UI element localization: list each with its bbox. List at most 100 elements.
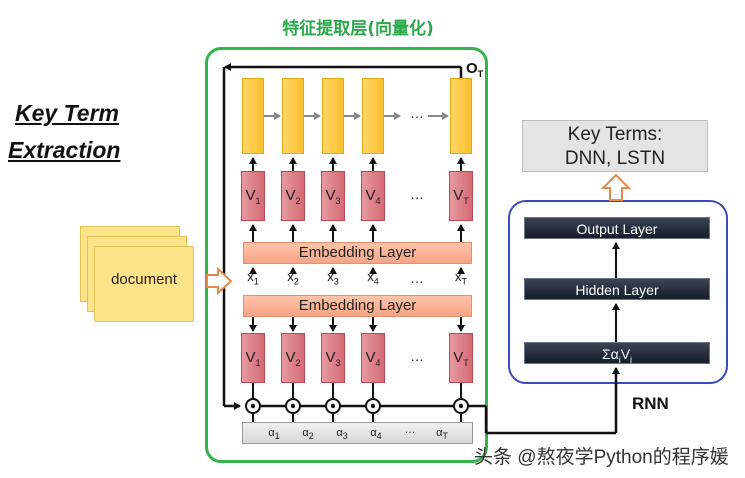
v-subscript: 1 (255, 196, 261, 206)
attention-weights-bar (242, 422, 473, 444)
x-subscript: T (461, 276, 468, 287)
document-input-arrow (206, 266, 233, 296)
v-box-upper-2: V2 (281, 171, 305, 221)
x-subscript: 1 (253, 276, 259, 287)
sum-alpha-subscript: i (618, 354, 621, 365)
alpha-letter: α (336, 427, 343, 439)
output-box-1 (242, 78, 264, 154)
v-box-lower-T: VT (449, 333, 473, 383)
alpha-ellipsis: … (404, 424, 416, 436)
alpha-label-1: α1 (262, 427, 286, 441)
v-box-upper-1: V1 (241, 171, 265, 221)
alpha-letter: α (370, 427, 377, 439)
v-letter: V (453, 187, 464, 204)
output-label: OT (466, 60, 483, 79)
embedding-layer-lower: Embedding Layer (243, 295, 472, 317)
x-letter: x (287, 269, 294, 284)
v-letter: V (453, 349, 464, 366)
v-lower-ellipsis: … (410, 348, 424, 364)
alpha-subscript: 3 (342, 431, 348, 442)
output-box-T (450, 78, 472, 154)
title-key-term: Key Term (15, 100, 119, 126)
output-letter: O (466, 60, 478, 77)
alpha-subscript: T (442, 431, 448, 442)
v-upper-ellipsis: … (410, 186, 424, 202)
v-subscript: 4 (375, 358, 381, 368)
sum-v-text: V (620, 346, 631, 362)
column-arrows (249, 157, 465, 422)
v-subscript: 2 (295, 196, 301, 206)
v-letter: V (325, 187, 336, 204)
x-subscript: 2 (293, 276, 299, 287)
x-letter: x (247, 269, 254, 284)
alpha-letter: α (268, 427, 275, 439)
v-letter: V (245, 187, 256, 204)
hidden-layer: Hidden Layer (524, 278, 710, 300)
v-subscript: 1 (255, 358, 261, 368)
x-label-4: x4 (361, 269, 385, 287)
output-box-4 (362, 78, 384, 154)
v-letter: V (245, 349, 256, 366)
sum-alpha-text: Σα (601, 346, 619, 362)
extraction-frame (205, 47, 488, 463)
x-label-2: x2 (281, 269, 305, 287)
v-subscript: T (463, 358, 469, 368)
x-subscript: 4 (373, 276, 379, 287)
alpha-letter: α (302, 427, 309, 439)
v-letter: V (365, 349, 376, 366)
x-label-3: x3 (321, 269, 345, 287)
v-subscript: 3 (335, 358, 341, 368)
alpha-label-2: α2 (296, 427, 320, 441)
output-ellipsis: … (410, 105, 424, 121)
alpha-label-3: α3 (330, 427, 354, 441)
sum-line (260, 367, 620, 435)
v-letter: V (285, 349, 296, 366)
embedding-layer-upper: Embedding Layer (243, 242, 472, 264)
v-box-upper-3: V3 (321, 171, 345, 221)
v-box-lower-1: V1 (241, 333, 265, 383)
top-feedback-line (222, 63, 463, 410)
alpha-subscript: 4 (376, 431, 382, 442)
key-terms-values: DNN, LSTN (564, 148, 666, 169)
alpha-label-T: αT (430, 427, 454, 441)
v-subscript: 2 (295, 358, 301, 368)
key-terms-box: Key Terms: DNN, LSTN (522, 120, 708, 172)
x-letter: x (455, 269, 462, 284)
v-box-upper-4: V4 (361, 171, 385, 221)
rnn-label: RNN (632, 394, 669, 413)
v-letter: V (285, 187, 296, 204)
title-extraction: Extraction (8, 137, 121, 163)
multiply-dots (250, 403, 464, 409)
v-box-upper-T: VT (449, 171, 473, 221)
document-label: document (111, 271, 177, 288)
v-subscript: 3 (335, 196, 341, 206)
v-subscript: T (463, 196, 469, 206)
key-terms-output-arrow (600, 173, 632, 201)
key-terms-heading: Key Terms: (567, 124, 663, 145)
weighted-sum-layer: ΣαiVi (524, 342, 710, 365)
output-layer: Output Layer (524, 217, 710, 239)
output-box-2 (282, 78, 304, 154)
watermark: 头条 @熬夜学Python的程序媛 (474, 447, 729, 468)
extraction-layer-title: 特征提取层(向量化) (282, 19, 434, 39)
alpha-letter: α (436, 427, 443, 439)
v-letter: V (325, 349, 336, 366)
x-label-1: x1 (241, 269, 265, 287)
v-subscript: 4 (375, 196, 381, 206)
alpha-subscript: 1 (274, 431, 280, 442)
x-letter: x (327, 269, 334, 284)
v-box-lower-3: V3 (321, 333, 345, 383)
x-ellipsis: … (410, 270, 424, 286)
document-sheet-front: document (94, 246, 194, 322)
output-box-3 (322, 78, 344, 154)
v-box-lower-2: V2 (281, 333, 305, 383)
v-box-lower-4: V4 (361, 333, 385, 383)
output-subscript: T (477, 69, 484, 79)
x-letter: x (367, 269, 374, 284)
sum-v-subscript: i (630, 354, 633, 365)
alpha-subscript: 2 (308, 431, 314, 442)
x-subscript: 3 (333, 276, 339, 287)
x-label-T: xT (449, 269, 473, 287)
v-letter: V (365, 187, 376, 204)
